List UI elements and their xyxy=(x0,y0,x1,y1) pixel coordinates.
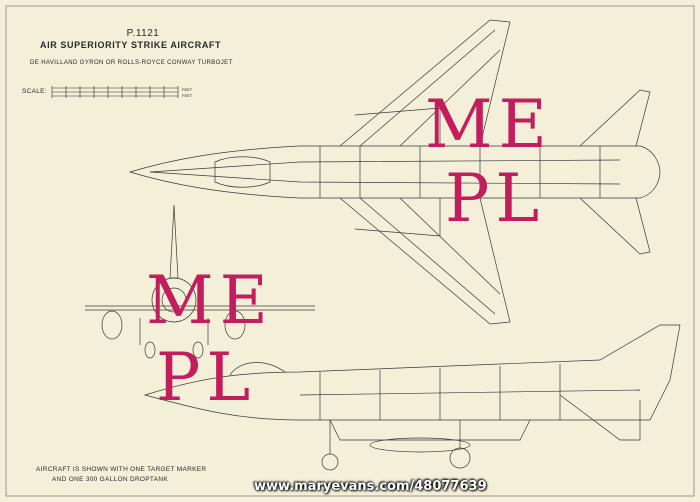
scale-unit-bottom: FEET xyxy=(182,93,193,98)
watermark-line1-top: ME xyxy=(425,86,553,163)
image-credit: www.maryevans.com/48077639 xyxy=(254,479,487,494)
scale-unit-top: FEET xyxy=(182,87,193,92)
side-view xyxy=(143,324,681,471)
drawing-title: AIR SUPERIORITY STRIKE AIRCRAFT xyxy=(40,40,222,50)
scale-bar xyxy=(51,86,179,98)
engine-note: DE HAVILLAND GYRON OR ROLLS-ROYCE CONWAY… xyxy=(30,60,233,66)
aircraft-note-line1: AIRCRAFT IS SHOWN WITH ONE TARGET MARKER xyxy=(36,466,207,473)
watermark-line2-top: PL xyxy=(445,160,546,237)
front-view xyxy=(85,204,315,359)
watermark-line1-bottom: ME xyxy=(146,262,274,339)
aircraft-note-line2: AND ONE 300 GALLON DROPTANK xyxy=(52,476,168,483)
watermark-line2-bottom: PL xyxy=(156,339,257,416)
plan-view xyxy=(128,19,661,325)
sheet-border xyxy=(5,5,695,497)
drawing-code: P.1121 xyxy=(126,28,160,39)
scale-label: SCALE: xyxy=(22,88,47,95)
